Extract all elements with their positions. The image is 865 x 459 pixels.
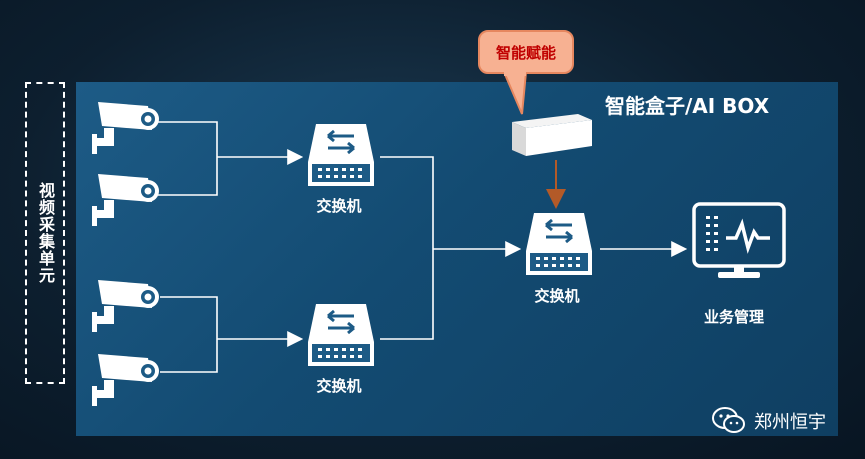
management-label: 业务管理 [703,308,765,326]
switch-top-label: 交换机 [316,197,362,215]
switch-icon [308,124,374,186]
camera-icon [92,280,159,332]
switch-icon [526,213,592,275]
camera-icon [92,102,159,154]
ai-box-title: 智能盒子/AI BOX [605,94,770,118]
monitor-icon [692,202,786,278]
watermark-text: 郑州恒宇 [754,412,826,433]
switch-bottom-label: 交换机 [316,377,362,395]
ai-enable-callout: 智能赋能 [478,30,574,74]
watermark: 郑州恒宇 [712,406,826,436]
link-cam1 [158,121,218,196]
wechat-icon [712,407,745,433]
callout-pointer [502,72,528,115]
link-cam3 [160,296,218,373]
link-top-to-core [380,156,434,340]
switch-icon [308,304,374,366]
callout-text: 智能赋能 [495,43,556,62]
ai-box-icon [512,114,592,156]
capture-unit-label: 视频采集单元 [36,182,55,284]
diagram-panel [76,82,838,436]
camera-icon [92,174,159,226]
switch-core-label: 交换机 [534,287,580,305]
camera-icon [92,354,159,406]
capture-unit-box: 视频采集单元 [25,82,65,384]
